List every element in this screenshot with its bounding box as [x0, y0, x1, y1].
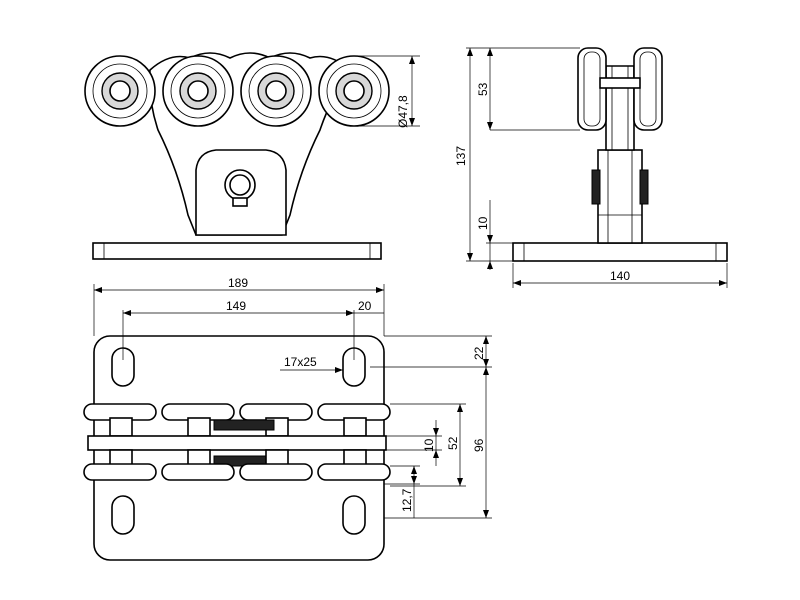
dim-diameter-roller: Ø47,8 [396, 95, 410, 128]
front-base-plate [92, 242, 382, 260]
front-roller-2 [162, 55, 234, 127]
plan-center-bar [87, 435, 387, 451]
front-bolt-nut [232, 197, 248, 207]
side-wheel-right [633, 47, 663, 131]
front-view: Ø47,8 [84, 52, 420, 260]
dim-side-width: 140 [610, 269, 630, 283]
plan-slot-bl [111, 495, 135, 535]
front-roller-4 [318, 55, 390, 127]
front-roller-1 [84, 55, 156, 127]
plan-roller-row-top [83, 403, 391, 437]
dim-plan-height: 96 [472, 438, 486, 452]
dim-plan-small: 10 [422, 438, 436, 452]
dim-side-total: 137 [454, 146, 468, 166]
side-base-plate [512, 242, 728, 262]
front-roller-3 [240, 55, 312, 127]
plan-roller-row-bottom [83, 449, 391, 481]
side-stem [597, 149, 643, 244]
dim-plan-slot-spacing: 149 [226, 299, 246, 313]
plan-slot-br [342, 495, 366, 535]
side-view: 53 137 10 140 [454, 47, 728, 288]
plan-view: 189 149 20 17x25 22 96 52 10 [83, 276, 492, 561]
dim-plan-offset-top: 22 [472, 346, 486, 360]
dim-plan-slot-size: 17x25 [284, 355, 317, 369]
dim-plan-overall: 189 [228, 276, 248, 290]
front-bolt-inner [229, 174, 251, 196]
dim-plan-edge: 20 [358, 299, 372, 313]
dim-plan-low: 12,7 [400, 488, 414, 512]
dim-side-base: 10 [476, 216, 490, 230]
dim-side-height-top: 53 [476, 82, 490, 96]
dim-plan-mid: 52 [446, 436, 460, 450]
side-wheel-left [577, 47, 607, 131]
